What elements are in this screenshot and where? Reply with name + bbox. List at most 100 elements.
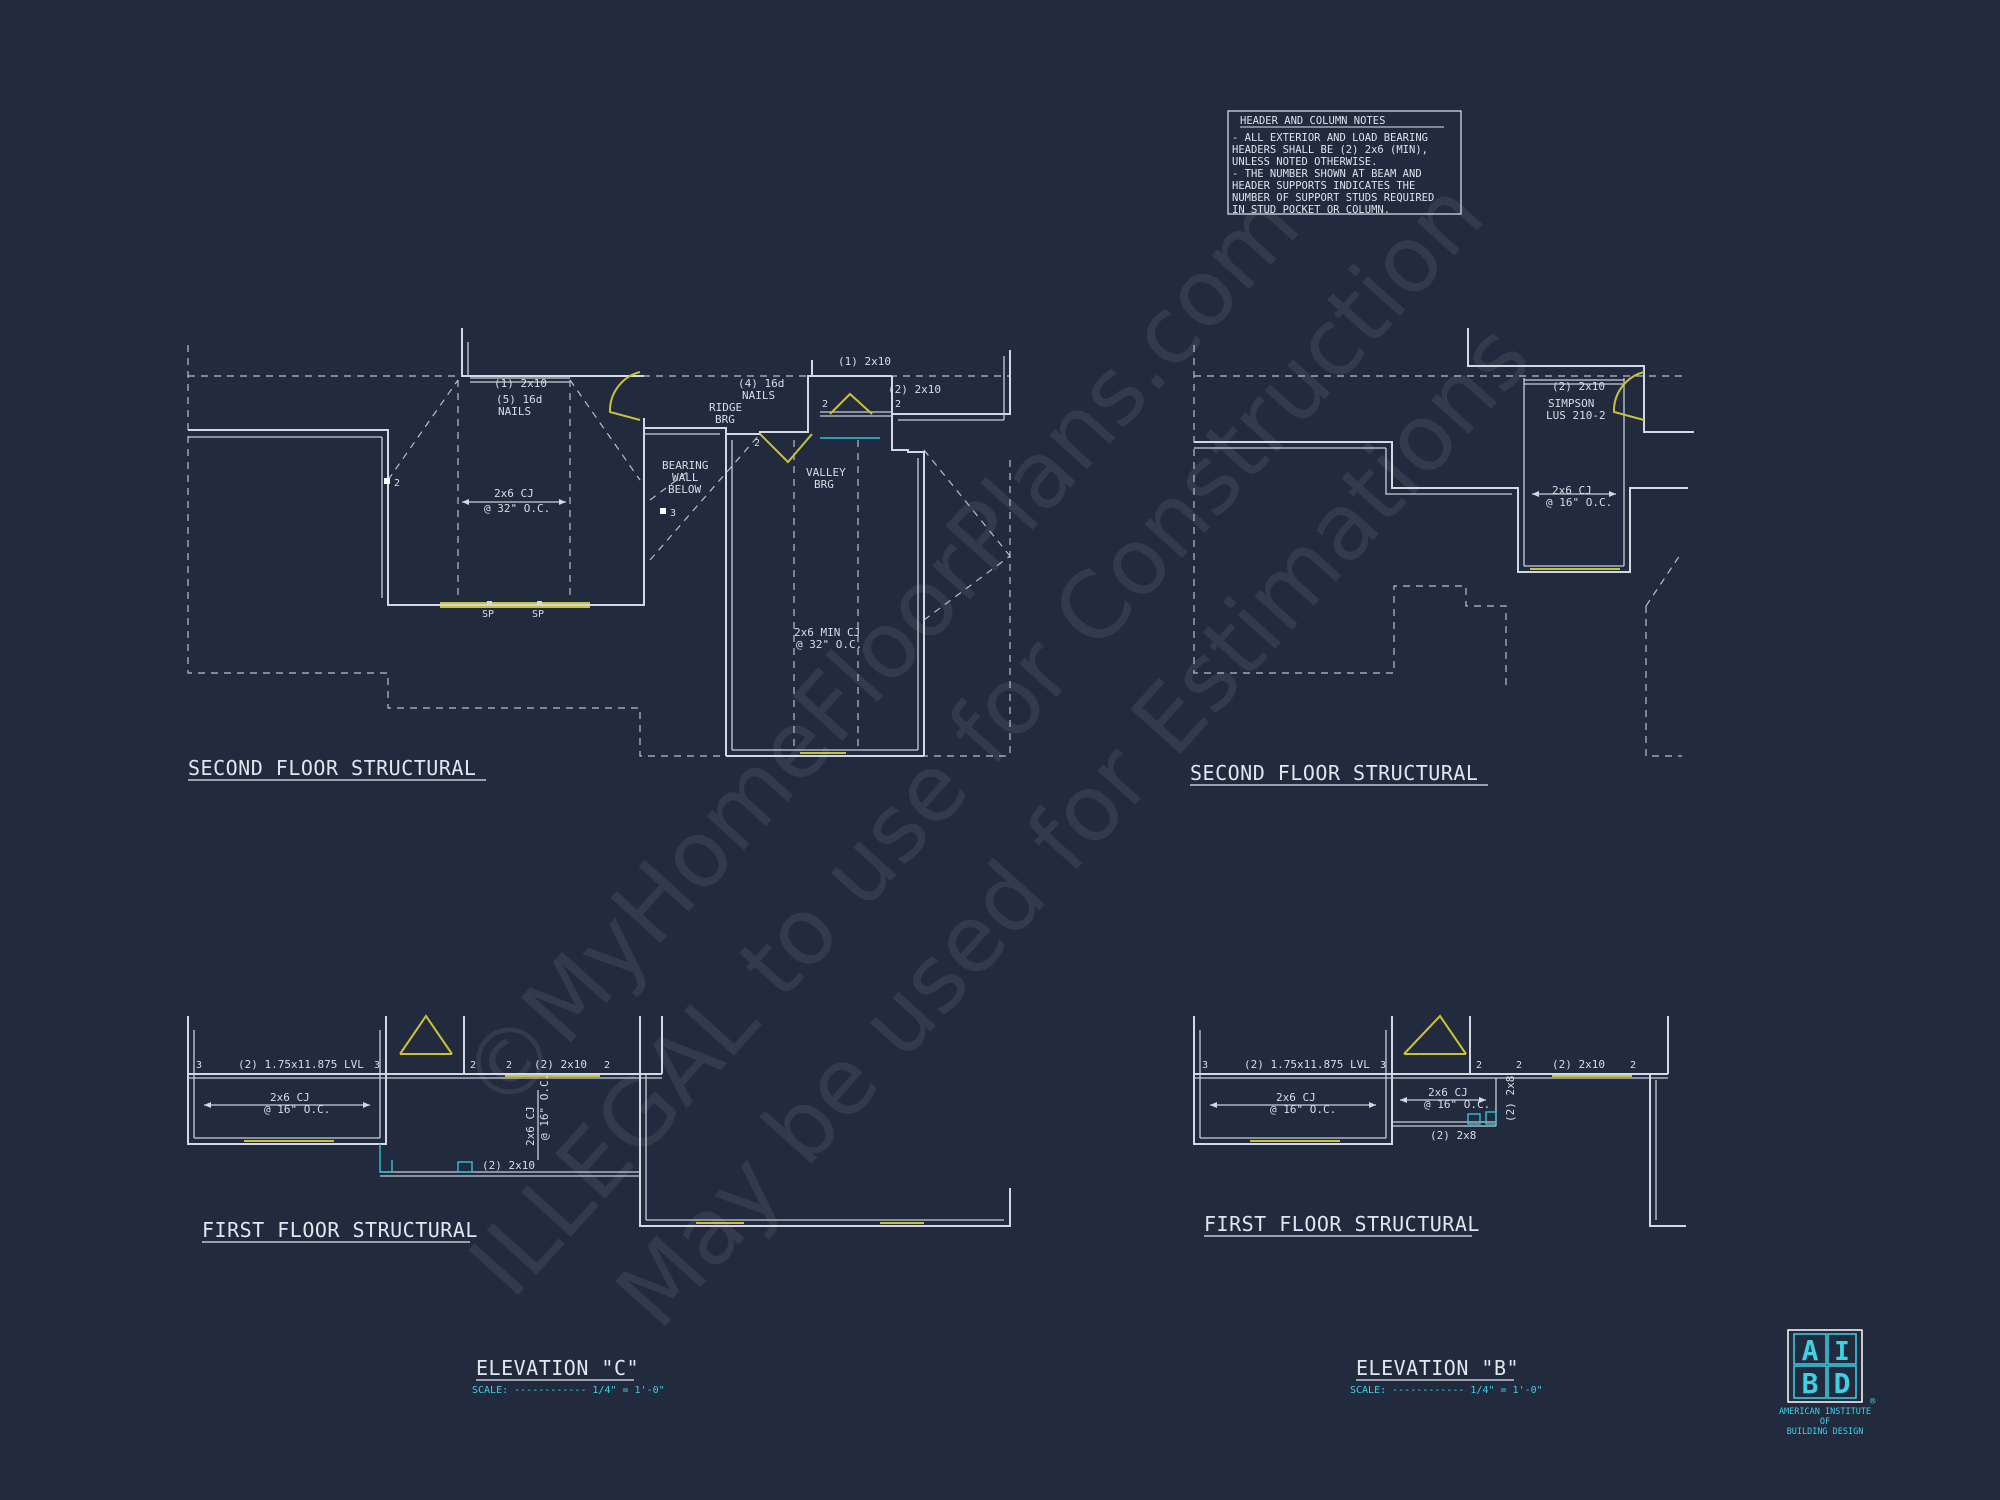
cj-label: 2x6 CJ: [1552, 484, 1592, 497]
logo-name-line-1: AMERICAN INSTITUTE: [1779, 1407, 1871, 1417]
logo-letter-b: B: [1802, 1367, 1819, 1400]
nails-4-label: NAILS: [742, 389, 775, 402]
elevation-b-scale: SCALE: ------------ 1/4" = 1'-0": [1350, 1385, 1543, 1396]
hip-right: [1645, 551, 1683, 607]
support-2b: 2: [1516, 1060, 1522, 1071]
notes-line-1: - ALL EXTERIOR AND LOAD BEARING: [1232, 132, 1428, 144]
support-post: [384, 478, 390, 484]
logo-name-line-3: BUILDING DESIGN: [1787, 1427, 1864, 1437]
bearing-wall-line-2: WALL: [672, 471, 699, 484]
cj-vertical-label: 2x6 CJ: [524, 1106, 537, 1146]
garage-walls: [639, 1016, 1011, 1227]
logo-cell: [1793, 1365, 1827, 1399]
right-wing-wall: [891, 350, 1011, 415]
support-2a: 2: [470, 1060, 476, 1071]
cj-min-spacing-label: @ 32" O.C.: [796, 638, 862, 651]
elevation-c-title: ELEVATION "C": [476, 1356, 639, 1380]
logo-registered-mark: ®: [1870, 1397, 1876, 1407]
logo-letter-i: I: [1834, 1337, 1850, 1367]
hip-line-2: [569, 379, 641, 481]
logo-letter-d: D: [1834, 1367, 1851, 1400]
roof-outline-dashed: [1193, 345, 1507, 690]
hdr-2x10-label: (2) 2x10: [1552, 380, 1605, 393]
left-first-floor-title: FIRST FLOOR STRUCTURAL: [202, 1218, 478, 1242]
upper-wall-stub: [461, 328, 644, 377]
post-count-3: 3: [670, 508, 676, 519]
cj-min-label: 2x6 MIN CJ: [794, 626, 860, 639]
valley-line-1: [649, 433, 761, 561]
door-arc-right: [1403, 1014, 1467, 1055]
cj-spacing-label: @ 16" O.C.: [264, 1103, 330, 1116]
door-swing-upper-left: [608, 371, 641, 421]
hdr-2x8-label: (2) 2x8: [1430, 1129, 1476, 1142]
notes-line-6: NUMBER OF SUPPORT STUDS REQUIRED: [1232, 192, 1434, 204]
cj-label: 2x6 CJ: [1276, 1091, 1316, 1104]
valley-brg-line-2: BRG: [814, 478, 834, 491]
post-count-2b: 2: [754, 438, 760, 449]
notes-border: [1227, 110, 1462, 215]
logo-cell: [1827, 1365, 1857, 1399]
hdr-2x10-low-label: (2) 2x10: [482, 1159, 535, 1172]
cj-spacing-label: @ 16" O.C.: [1270, 1103, 1336, 1116]
door-swing: [1612, 371, 1645, 421]
upper-walls: [1467, 328, 1694, 433]
nails-5-16d-label: (5) 16d: [496, 393, 542, 406]
post-count-2a: 2: [394, 478, 400, 489]
elevation-c-title-block: ELEVATION "C" SCALE: ------------ 1/4" =…: [472, 1356, 665, 1396]
hdr-2x10-label: (2) 2x10: [534, 1058, 587, 1071]
sp-label-2: SP: [532, 609, 544, 620]
hip-line-1: [387, 379, 459, 481]
bearing-wall-line-1: BEARING: [662, 459, 708, 472]
logo-frame: [1787, 1329, 1863, 1403]
elevation-c-scale: SCALE: ------------ 1/4" = 1'-0": [472, 1385, 665, 1396]
right-second-floor-plan: (2) 2x10 SIMPSON LUS 210-2 2x6 CJ @ 16" …: [1190, 328, 1694, 786]
valley-brg-line-1: VALLEY: [806, 466, 846, 479]
cj-spacing-label: @ 16" O.C.: [1546, 496, 1612, 509]
bearing-wall-line-3: BELOW: [668, 483, 701, 496]
left-second-floor-plan: (1) 2x10 (5) 16d NAILS 2x6 CJ @ 32" O.C.…: [187, 328, 1011, 781]
notes-line-7: IN STUD POCKET OR COLUMN.: [1232, 204, 1390, 216]
logo-letter-a: A: [1802, 1334, 1819, 1367]
sp-label-1: SP: [482, 609, 494, 620]
cyan-post-mid: [457, 1161, 473, 1173]
simpson-label-2: LUS 210-2: [1546, 409, 1606, 422]
left-second-floor-title: SECOND FLOOR STRUCTURAL: [188, 756, 476, 780]
cyan-post-1: [1467, 1113, 1481, 1125]
hdr-1-2x10-upper: (1) 2x10: [838, 355, 891, 368]
logo-cell: [1793, 1333, 1827, 1365]
notes-line-3: UNLESS NOTED OTHERWISE.: [1232, 156, 1377, 168]
nails-4-16d-label: (4) 16d: [738, 377, 784, 390]
elevation-b-title: ELEVATION "B": [1356, 1356, 1519, 1380]
support-2a: 2: [1476, 1060, 1482, 1071]
door-arc-left: [399, 1014, 453, 1055]
support-3a: 3: [1202, 1060, 1208, 1071]
right-first-floor-title: FIRST FLOOR STRUCTURAL: [1204, 1212, 1480, 1236]
logo-cell: [1827, 1333, 1857, 1365]
cj-label: 2x6 CJ: [270, 1091, 310, 1104]
floor-inner-step: [1385, 448, 1512, 495]
aibd-logo: A I B D ® AMERICAN INSTITUTE OF BUILDING…: [1779, 1329, 1876, 1437]
cj-vertical-spacing: @ 16" O.C.: [538, 1074, 551, 1140]
hdr-2x8-vertical-label: (2) 2x8: [1504, 1076, 1517, 1122]
cyan-post-left: [379, 1144, 393, 1173]
ridge-brg-line-1: RIDGE: [709, 401, 742, 414]
garage-top-walls: [726, 375, 892, 435]
header-column-notes: HEADER AND COLUMN NOTES - ALL EXTERIOR A…: [1227, 110, 1462, 216]
support-2c: 2: [1630, 1060, 1636, 1071]
cj2-label: 2x6 CJ: [1428, 1086, 1468, 1099]
hip-right-2: [923, 555, 1011, 621]
roof-outline-dashed: [187, 345, 1010, 757]
cj2-spacing-label: @ 16" O.C.: [1424, 1098, 1490, 1111]
hip-right-1: [923, 449, 1011, 557]
cyan-post-2: [1485, 1111, 1497, 1125]
notes-line-4: - THE NUMBER SHOWN AT BEAM AND: [1232, 168, 1422, 180]
hdr-2x10-label: (2) 2x10: [1552, 1058, 1605, 1071]
notes-line-5: HEADER SUPPORTS INDICATES THE: [1232, 180, 1415, 192]
nails-label: NAILS: [498, 405, 531, 418]
valley-door-arc: [759, 433, 813, 464]
cj-label: 2x6 CJ: [494, 487, 534, 500]
post-count-2d: 2: [895, 399, 901, 410]
ridge-brg-line-2: BRG: [715, 413, 735, 426]
support-post: [487, 601, 492, 606]
right-first-floor-plan: 3 (2) 1.75x11.875 LVL 3 2 2 (2) 2x10 2 2…: [1193, 1014, 1686, 1237]
